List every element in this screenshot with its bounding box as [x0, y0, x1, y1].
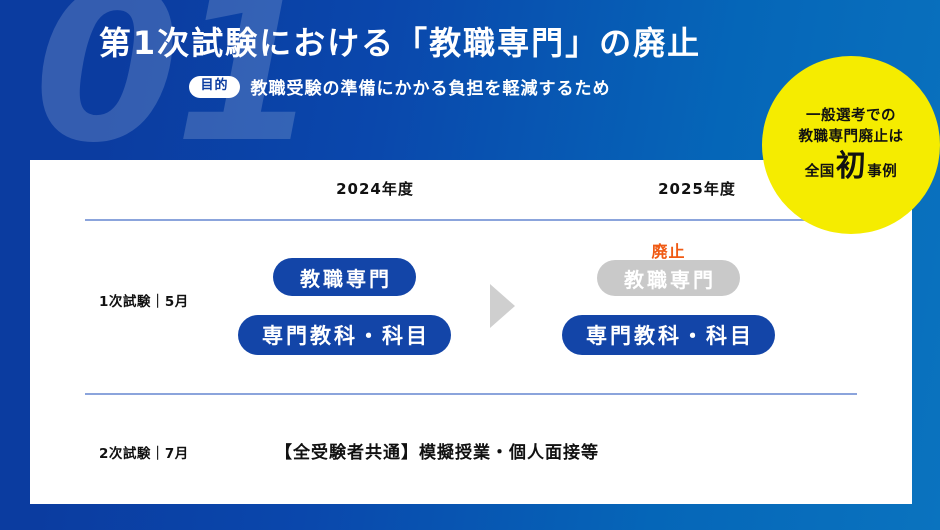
row-label-exam-2: 2次試験｜7月	[99, 446, 189, 462]
callout-line-3-prefix: 全国	[804, 163, 835, 180]
purpose-text: 教職受験の準備にかかる負担を軽減するため	[250, 79, 611, 100]
column-header-2024: 2024年度	[336, 180, 414, 198]
divider-bottom	[85, 393, 857, 395]
pill-2024-senmon-kyoka: 専門教科・科目	[238, 315, 451, 355]
row-exam-2-content: 【全受験者共通】模擬授業・個人面接等	[275, 443, 599, 463]
callout-line-1: 一般選考での	[806, 107, 896, 124]
callout-line-3: 全国 初 事例	[804, 148, 898, 184]
pill-2025-kyoshoku-senmon-abolished: 教職専門	[597, 260, 740, 296]
abolished-label: 廃止	[651, 242, 686, 261]
section-number-watermark: 01	[34, 0, 320, 189]
transition-arrow-icon	[490, 284, 515, 328]
pill-2025-senmon-kyoka: 専門教科・科目	[562, 315, 775, 355]
callout-line-3-suffix: 事例	[867, 163, 898, 180]
row-label-exam-1: 1次試験｜5月	[99, 294, 189, 310]
divider-top	[85, 219, 857, 221]
column-header-2025: 2025年度	[658, 180, 736, 198]
purpose-row: 目的 教職受験の準備にかかる負担を軽減するため	[0, 74, 800, 99]
highlight-callout-circle: 一般選考での 教職専門廃止は 全国 初 事例	[762, 56, 940, 234]
callout-line-2: 教職専門廃止は	[798, 129, 904, 145]
callout-emphasis-first: 初	[835, 148, 867, 184]
heading-block: 第1次試験における「教職専門」の廃止 目的 教職受験の準備にかかる負担を軽減する…	[0, 24, 800, 99]
page-title: 第1次試験における「教職専門」の廃止	[98, 24, 702, 62]
purpose-badge: 目的	[189, 76, 240, 98]
comparison-card: 2024年度 2025年度 1次試験｜5月 教職専門 専門教科・科目 廃止 教職…	[30, 160, 912, 504]
pill-2024-kyoshoku-senmon: 教職専門	[273, 258, 416, 296]
